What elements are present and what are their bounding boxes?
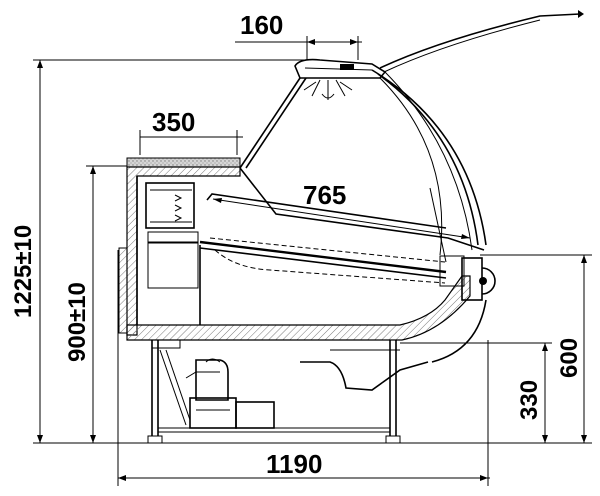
dimension-labels: 160 350 765 1190 1225±10 900±10 330 600 — [10, 10, 583, 479]
dim-shelf-length: 765 — [303, 180, 346, 210]
glass-canopy — [239, 10, 584, 363]
compressor-unit — [185, 358, 275, 429]
opened-glass-panel — [379, 13, 581, 69]
rear-drawer-block — [145, 182, 195, 229]
rear-glass-strut — [239, 77, 301, 169]
dim-total-height: 1225±10 — [10, 225, 37, 318]
dim-total-width: 1190 — [266, 449, 322, 479]
back-fascia — [118, 247, 128, 334]
lamp-light-icon — [303, 79, 353, 100]
case-body — [118, 157, 496, 341]
dimension-lines — [33, 36, 592, 486]
dim-base-height: 330 — [516, 380, 543, 420]
dim-counter-height: 900±10 — [64, 282, 91, 362]
case-floor — [126, 275, 471, 341]
top-stone-slab — [126, 157, 241, 168]
undercarriage — [147, 339, 429, 444]
dim-top-shelf-depth: 350 — [152, 107, 195, 137]
dim-front-height: 600 — [556, 338, 583, 378]
front-fan-icon — [481, 267, 496, 295]
dim-top-lamp-width: 160 — [240, 10, 283, 40]
front-curved-glass — [371, 69, 487, 246]
